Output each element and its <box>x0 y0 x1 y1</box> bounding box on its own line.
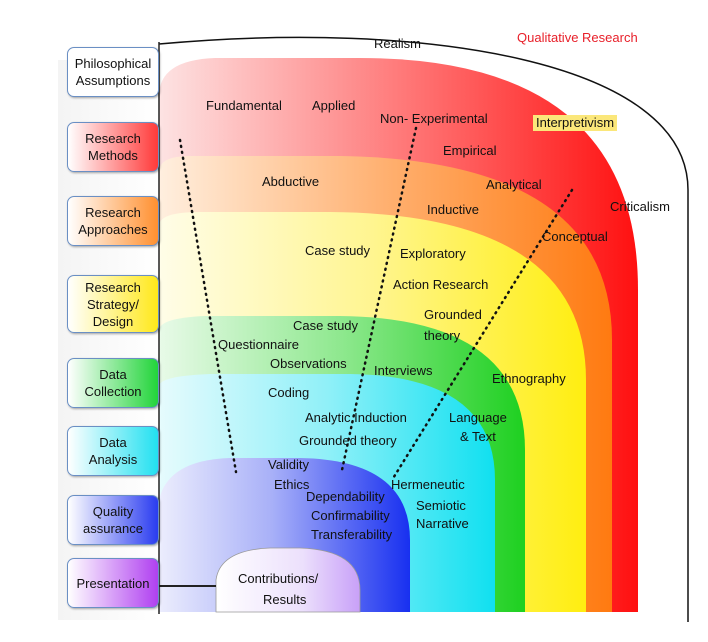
label-criticalism: Criticalism <box>610 199 670 214</box>
label-analytic-induction: Analytic Induction <box>305 410 407 425</box>
label-dependability: Dependability <box>306 489 385 504</box>
label-analytical: Analytical <box>486 177 542 192</box>
label-strategy-case-study: Case study <box>305 243 371 258</box>
label-analysis-grounded-theory: Grounded theory <box>299 433 397 448</box>
stage-quality-assurance: Quality assurance <box>67 495 159 545</box>
stage-data-collection: Data Collection <box>67 358 159 408</box>
label-questionnaire: Questionnaire <box>218 337 299 352</box>
dotted-guides <box>178 126 574 482</box>
stage-research-approaches: Research Approaches <box>67 196 159 246</box>
label-semiotic: Semiotic <box>416 498 466 513</box>
label-narrative: Narrative <box>416 516 469 531</box>
label-language-text: Language & Text <box>449 410 507 444</box>
label-results: Results <box>263 592 307 607</box>
label-strategy-grounded-theory: Grounded theory <box>424 307 482 343</box>
label-contributions: Contributions/ <box>238 571 319 586</box>
label-transferability: Transferability <box>311 527 393 542</box>
stage-philosophical-assumptions: Philosophical Assumptions <box>67 47 159 97</box>
label-empirical: Empirical <box>443 143 497 158</box>
label-observations: Observations <box>270 356 347 371</box>
label-hermeneutic: Hermeneutic <box>391 477 465 492</box>
label-realism: Realism <box>374 36 421 51</box>
label-non-experimental: Non- Experimental <box>380 111 488 126</box>
label-confirmability: Confirmability <box>311 508 390 523</box>
label-fundamental: Fundamental <box>206 98 282 113</box>
label-conceptual: Conceptual <box>542 229 608 244</box>
stage-presentation: Presentation <box>67 558 159 608</box>
label-ethnography: Ethnography <box>492 371 566 386</box>
stage-research-strategy-design: Research Strategy/ Design <box>67 275 159 333</box>
label-action-research: Action Research <box>393 277 489 292</box>
label-interpretivism: Interpretivism <box>533 115 618 131</box>
label-validity: Validity <box>268 457 309 472</box>
label-applied: Applied <box>312 98 356 113</box>
philosophy-arc <box>158 36 689 622</box>
stage-research-methods: Research Methods <box>67 122 159 172</box>
label-exploratory: Exploratory <box>400 246 466 261</box>
label-abductive: Abductive <box>262 174 320 189</box>
diagram-title: Qualitative Research <box>517 30 638 45</box>
dotted-guide-2 <box>340 126 418 472</box>
label-collection-case-study: Case study <box>293 318 359 333</box>
label-inductive: Inductive <box>427 202 480 217</box>
band-presentation <box>215 547 361 613</box>
label-ethics: Ethics <box>274 477 310 492</box>
label-coding: Coding <box>268 385 310 400</box>
label-interviews: Interviews <box>374 363 433 378</box>
dotted-guide-1 <box>178 138 238 474</box>
stage-data-analysis: Data Analysis <box>67 426 159 476</box>
